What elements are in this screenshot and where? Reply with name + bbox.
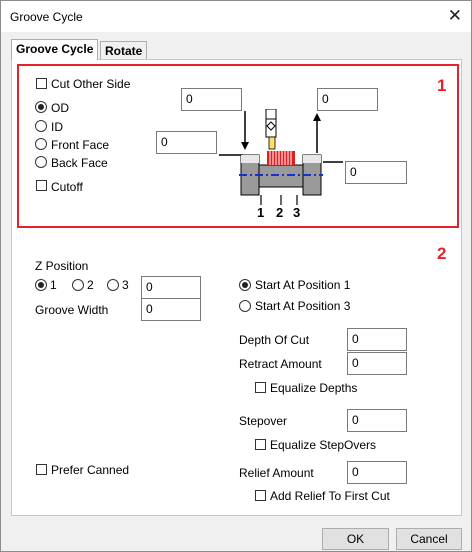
cut-other-side-label: Cut Other Side [51, 77, 131, 91]
tab-rotate[interactable]: Rotate [100, 41, 148, 60]
equalize-depths-checkbox[interactable] [255, 382, 266, 393]
tool-insert-icon [266, 121, 276, 131]
z-position-2-label: 2 [87, 278, 94, 292]
depth-of-cut-label: Depth Of Cut [239, 333, 310, 347]
front-face-radio[interactable] [35, 138, 47, 150]
tab-panel [11, 59, 462, 516]
relief-amount-label: Relief Amount [239, 466, 314, 480]
start-at-position-1-label: Start At Position 1 [255, 278, 351, 292]
add-relief-checkbox[interactable] [255, 490, 266, 501]
cut-other-side-checkbox[interactable] [36, 78, 47, 89]
close-icon[interactable]: ✕ [447, 6, 462, 25]
groove-hatch [269, 151, 292, 165]
prefer-canned-label: Prefer Canned [51, 463, 130, 477]
tool-holder [265, 109, 277, 120]
z-position-2-radio[interactable] [72, 279, 84, 291]
tab-groove-cycle[interactable]: Groove Cycle [11, 39, 99, 60]
ok-button[interactable]: OK [322, 528, 389, 550]
position-3-label: 3 [293, 205, 300, 220]
groove-diagram: 1 2 3 [219, 109, 343, 220]
section-1-highlight [17, 64, 459, 228]
cutoff-label: Cutoff [51, 180, 83, 194]
right-up-arrowhead [313, 113, 321, 121]
z-position-label: Z Position [35, 259, 89, 273]
part-left-highlight [241, 155, 259, 163]
left-down-arrowhead [241, 142, 249, 150]
z-position-1-radio[interactable] [35, 279, 47, 291]
section-2-number: 2 [437, 244, 447, 263]
groove-width-label: Groove Width [35, 303, 109, 317]
z-position-3-label: 3 [122, 278, 129, 292]
window-title: Groove Cycle [10, 10, 83, 24]
title-bar: Groove Cycle ✕ [1, 1, 471, 32]
depth-of-cut-input[interactable]: 0 [347, 328, 407, 351]
tool-tip [268, 136, 276, 150]
relief-amount-input[interactable]: 0 [347, 461, 407, 484]
retract-amount-input[interactable]: 0 [347, 352, 407, 375]
tab-rotate-label: Rotate [105, 44, 143, 58]
section-1-number: 1 [437, 76, 447, 95]
z-position-input[interactable]: 0 [141, 276, 201, 299]
id-radio[interactable] [35, 120, 47, 132]
stepover-label: Stepover [239, 414, 288, 428]
z-position-1-label: 1 [50, 278, 57, 292]
equalize-depths-label: Equalize Depths [270, 381, 358, 395]
start-at-position-1-radio[interactable] [239, 279, 251, 291]
left-diameter-input[interactable]: 0 [156, 131, 217, 154]
position-2-label: 2 [276, 205, 283, 220]
groove-width-input[interactable]: 0 [141, 298, 201, 321]
cancel-button[interactable]: Cancel [396, 528, 462, 550]
equalize-stepovers-label: Equalize StepOvers [270, 438, 377, 452]
start-at-position-3-label: Start At Position 3 [255, 299, 351, 313]
stepover-input[interactable]: 0 [347, 409, 407, 432]
part-groove-core [258, 164, 304, 188]
cutoff-checkbox[interactable] [36, 180, 47, 191]
right-height-input[interactable]: 0 [317, 88, 378, 111]
add-relief-label: Add Relief To First Cut [270, 489, 390, 503]
front-face-label: Front Face [51, 138, 110, 152]
id-label: ID [51, 120, 63, 134]
tab-groove-cycle-label: Groove Cycle [16, 42, 94, 56]
prefer-canned-checkbox[interactable] [36, 464, 47, 475]
equalize-stepovers-checkbox[interactable] [255, 439, 266, 450]
start-at-position-3-radio[interactable] [239, 300, 251, 312]
part-right-highlight [303, 155, 321, 163]
retract-amount-label: Retract Amount [239, 357, 322, 371]
right-diameter-input[interactable]: 0 [345, 161, 407, 184]
back-face-label: Back Face [51, 156, 108, 170]
z-position-3-radio[interactable] [107, 279, 119, 291]
back-face-radio[interactable] [35, 156, 47, 168]
od-label: OD [51, 101, 69, 115]
od-radio[interactable] [35, 101, 47, 113]
left-height-input[interactable]: 0 [181, 88, 242, 111]
position-1-label: 1 [257, 205, 264, 220]
